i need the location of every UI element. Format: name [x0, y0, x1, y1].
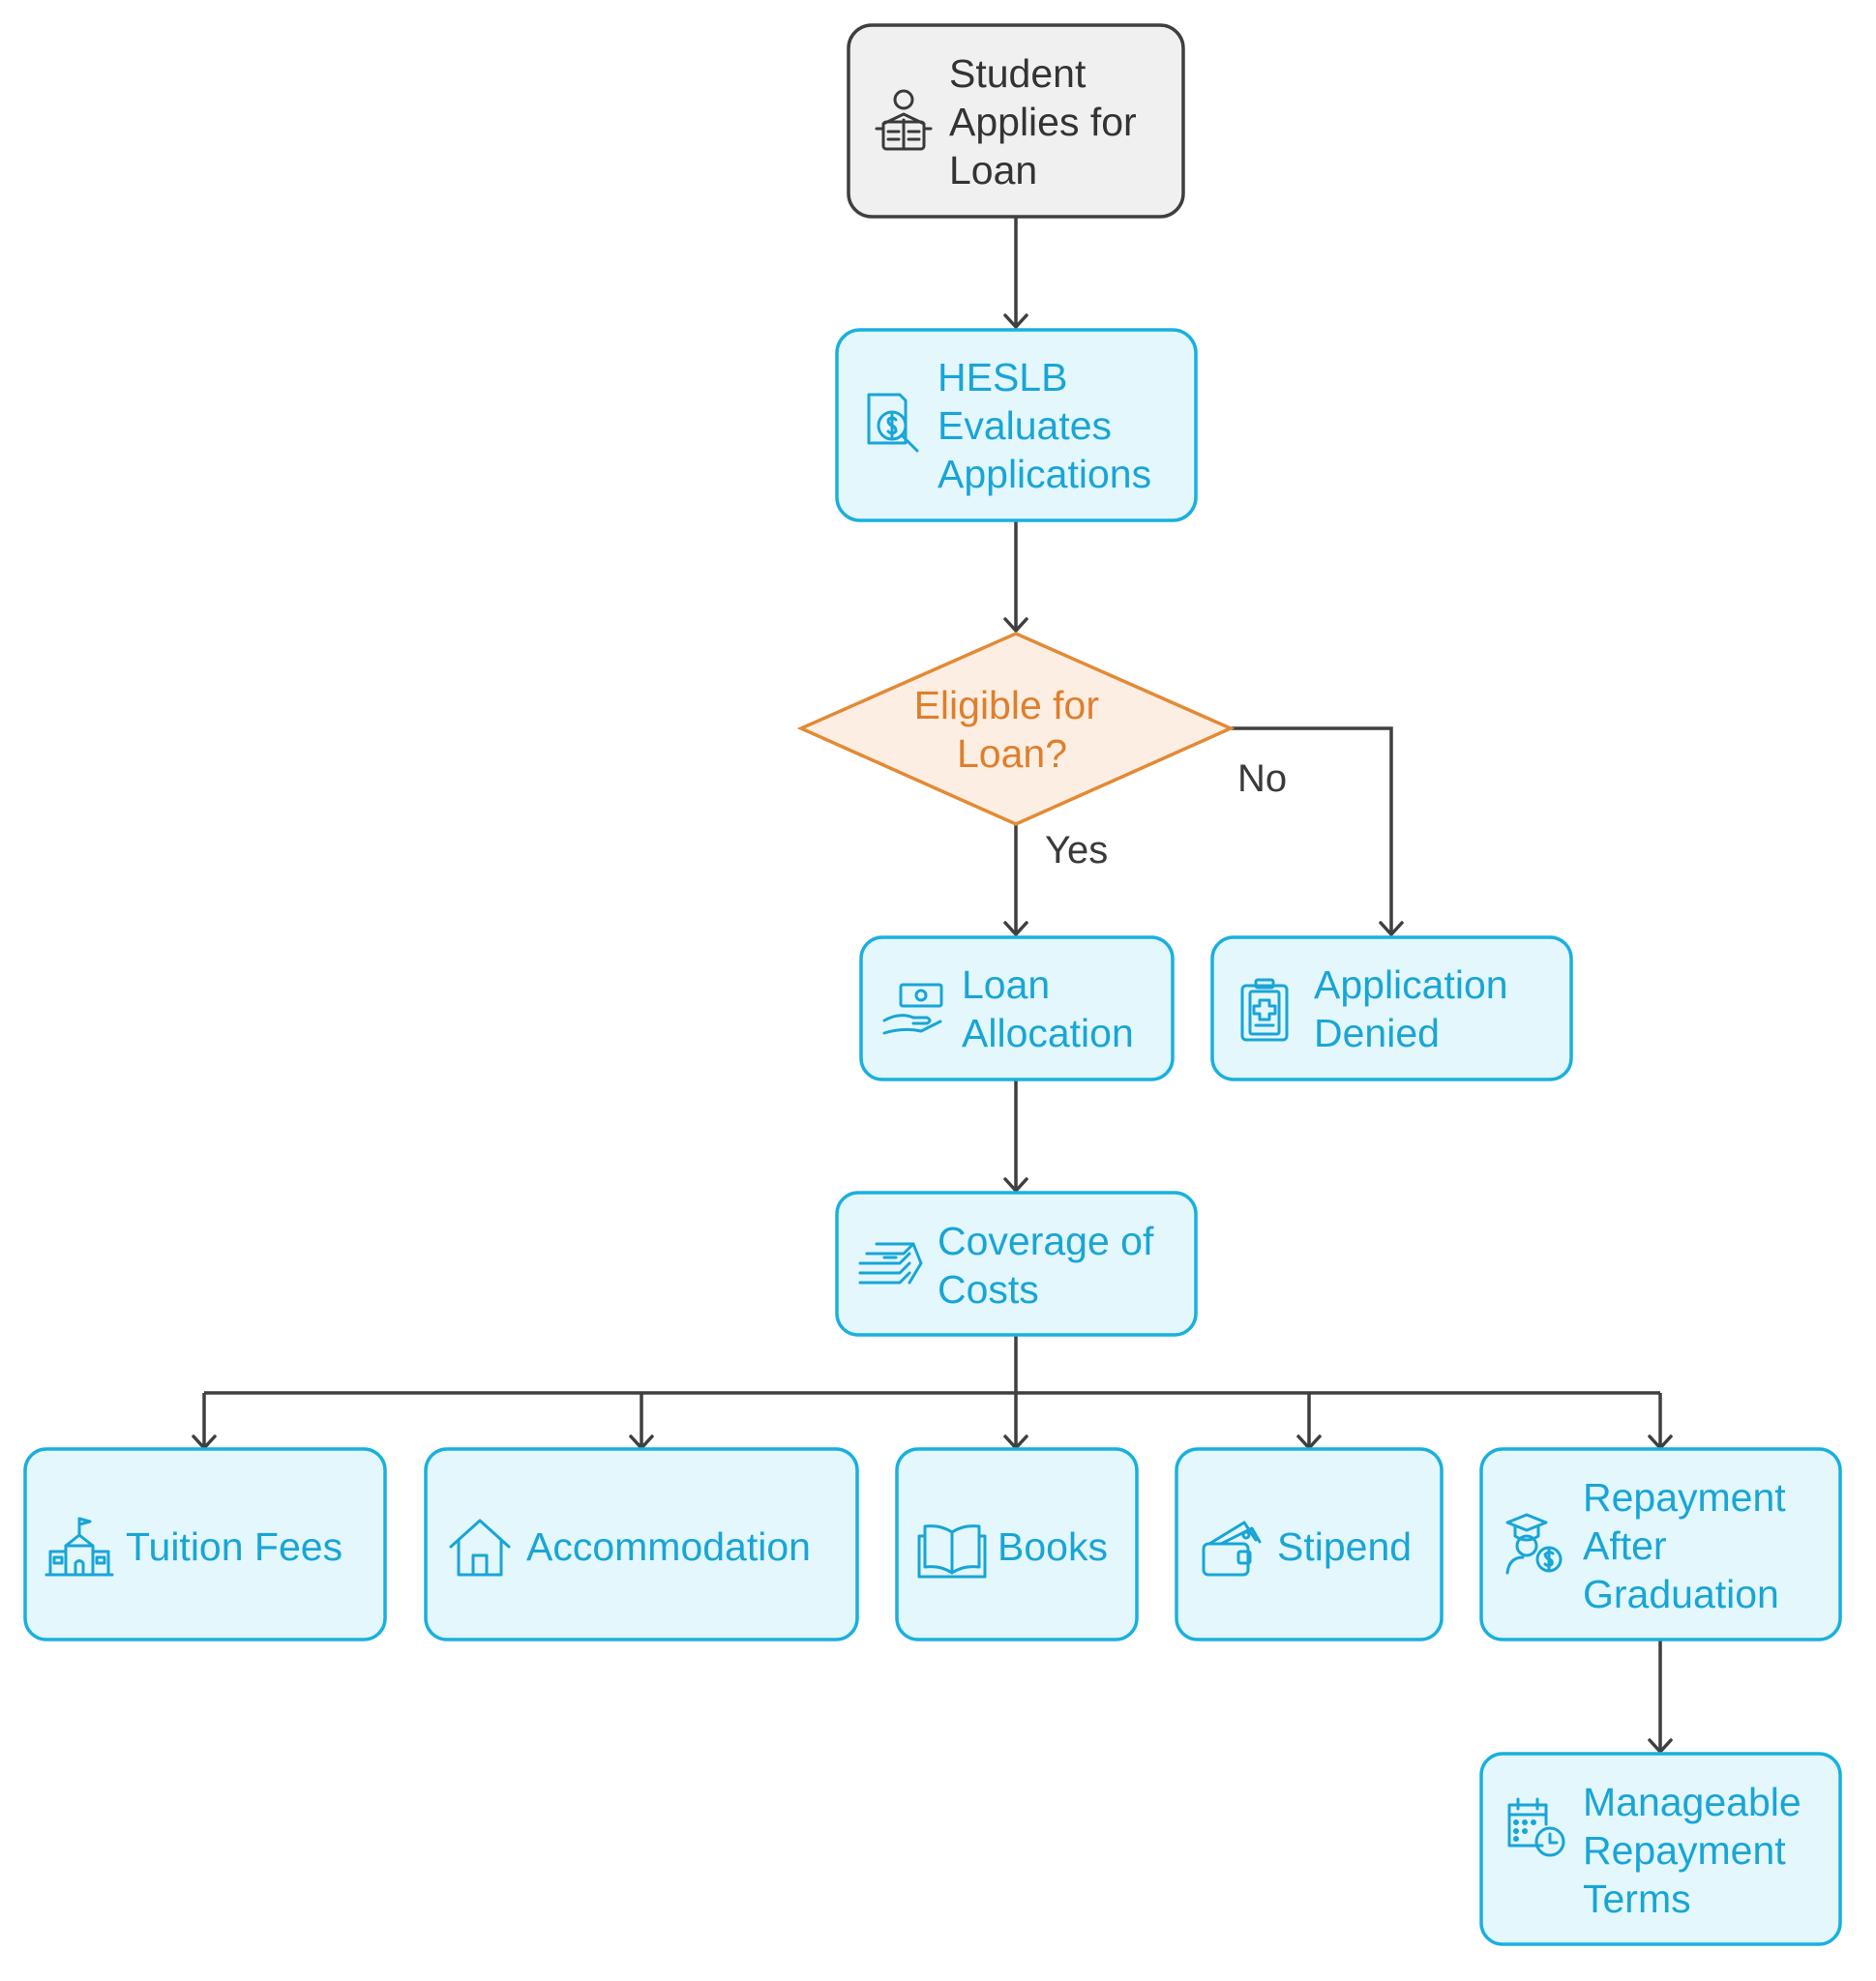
node-box [835, 328, 1198, 522]
arrowhead [1003, 313, 1028, 329]
node-label-line: Evaluates [938, 403, 1112, 448]
node-label: Coverage of Costs [938, 1219, 1165, 1312]
node-application-denied[interactable]: Application Denied [1210, 935, 1573, 1081]
node-label-line: Costs [938, 1267, 1039, 1312]
node-label: Stipend [1277, 1524, 1412, 1569]
node-accommodation[interactable]: Accommodation [424, 1447, 859, 1641]
node-coverage-of-costs[interactable]: Coverage of Costs [835, 1191, 1198, 1337]
arrowhead [1003, 921, 1028, 936]
calendar-clock-icon [1507, 1797, 1565, 1857]
node-box [1175, 1447, 1444, 1641]
node-stipend[interactable]: Stipend [1175, 1447, 1444, 1641]
wallet-icon [1202, 1521, 1262, 1577]
arrowhead [1379, 921, 1404, 936]
node-label: Loan Allocation [962, 962, 1134, 1055]
school-building-icon [45, 1517, 114, 1577]
node-label: Tuition Fees [126, 1524, 342, 1569]
node-label-line: After [1583, 1523, 1667, 1568]
node-label: Books [998, 1524, 1108, 1569]
house-icon [449, 1519, 511, 1577]
edge-label-no: No [1237, 757, 1287, 800]
money-hand-icon [882, 983, 943, 1035]
node-label-line: Loan? [957, 731, 1067, 776]
connector-decision-to-denied [1231, 726, 1393, 933]
node-label-line: Repayment [1583, 1475, 1786, 1520]
node-label-line: HESLB [938, 355, 1067, 399]
node-repayment-after-graduation[interactable]: Repayment After Graduation [1479, 1447, 1842, 1641]
node-label-line: Accommodation [526, 1524, 811, 1569]
node-box [895, 1447, 1139, 1641]
node-label-line: Applications [938, 452, 1151, 496]
node-loan-allocation[interactable]: Loan Allocation [859, 935, 1175, 1081]
node-label-line: Terms [1583, 1877, 1691, 1921]
node-box [1210, 935, 1573, 1081]
node-label-line: Student [949, 51, 1087, 96]
node-box [1479, 1447, 1842, 1641]
node-label-line: Loan [962, 962, 1050, 1007]
node-student-applies[interactable]: Student Applies for Loan [847, 23, 1185, 219]
open-book-icon [917, 1524, 987, 1579]
node-label-line: Allocation [962, 1011, 1134, 1055]
node-label-line: Repayment [1583, 1828, 1786, 1873]
arrowhead [1003, 617, 1028, 633]
node-box [1479, 1752, 1842, 1946]
node-label-line: Tuition Fees [126, 1524, 342, 1569]
graduate-dollar-icon [1505, 1513, 1563, 1575]
node-label: Repayment After Graduation [1583, 1475, 1797, 1616]
node-label-line: Coverage of [938, 1219, 1154, 1263]
decision-diamond [796, 632, 1236, 826]
edge-label-yes: Yes [1045, 829, 1108, 872]
node-books[interactable]: Books [895, 1447, 1139, 1641]
arrowhead [1648, 1738, 1673, 1754]
node-label-line: Application [1314, 962, 1508, 1007]
student-reading-icon [875, 89, 933, 151]
clipboard-medical-icon [1240, 978, 1289, 1042]
node-manageable-repayment-terms[interactable]: Manageable Repayment Terms [1479, 1752, 1842, 1946]
arrowhead [1003, 1177, 1028, 1193]
node-box [847, 23, 1185, 219]
node-label: Application Denied [1314, 962, 1519, 1055]
node-label-line: Applies for [949, 100, 1137, 144]
node-label-line: Loan [949, 148, 1037, 192]
cash-stack-icon [858, 1242, 923, 1285]
node-label-line: Denied [1314, 1011, 1440, 1055]
node-tuition-fees[interactable]: Tuition Fees [23, 1447, 387, 1641]
node-label: Manageable Repayment Terms [1583, 1780, 1812, 1921]
node-label: Eligible for Loan? [914, 683, 1111, 776]
node-eligible-decision[interactable]: Eligible for Loan? [796, 632, 1236, 826]
node-heslb-evaluates[interactable]: HESLB Evaluates Applications [835, 328, 1198, 522]
node-label: Accommodation [526, 1524, 811, 1569]
node-label-line: Eligible for [914, 683, 1099, 727]
node-box [424, 1447, 859, 1641]
node-box [859, 935, 1175, 1081]
node-label: HESLB Evaluates Applications [938, 355, 1151, 496]
node-label-line: Graduation [1583, 1572, 1779, 1616]
node-label: Student Applies for Loan [949, 51, 1147, 192]
node-label-line: Stipend [1277, 1524, 1412, 1569]
node-label-line: Books [998, 1524, 1108, 1569]
document-search-icon [867, 393, 919, 453]
node-box [23, 1447, 387, 1641]
connectors [192, 218, 1673, 1754]
node-box [835, 1191, 1198, 1337]
node-label-line: Manageable [1583, 1780, 1802, 1824]
